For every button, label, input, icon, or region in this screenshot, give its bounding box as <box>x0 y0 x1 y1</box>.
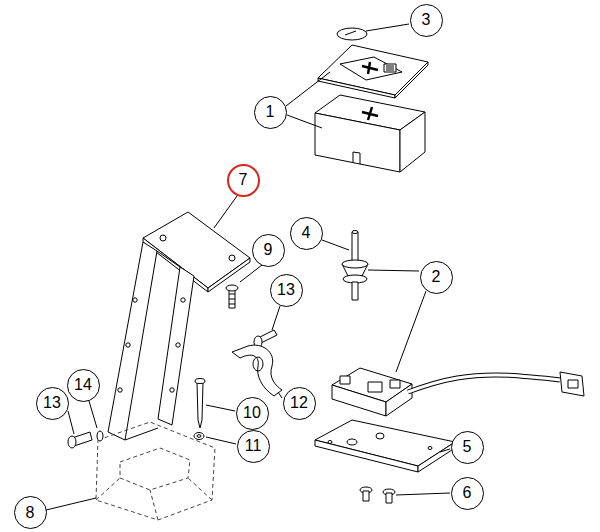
callout-circle: 11 <box>237 430 270 463</box>
callout-circle: 13 <box>270 274 303 307</box>
screws <box>360 487 395 503</box>
callout-number: 8 <box>26 505 35 521</box>
callout-circle: 10 <box>236 397 269 430</box>
cover-box <box>315 95 425 172</box>
base-plate <box>315 420 455 472</box>
callout-circle: 3 <box>410 4 443 37</box>
callout-number: 7 <box>239 172 248 188</box>
callout-number: 5 <box>463 439 472 455</box>
callout-circle: 9 <box>252 234 285 267</box>
leader-lines <box>46 24 450 510</box>
callout-circle: 4 <box>290 217 323 250</box>
callout-circle: 13 <box>36 387 69 420</box>
callout-number: 4 <box>302 225 311 241</box>
callout-number: 3 <box>422 12 431 28</box>
nut <box>194 433 204 440</box>
callout-circle: 7 <box>227 164 260 197</box>
clamp <box>232 345 282 396</box>
callout-number: 9 <box>264 242 273 258</box>
top-plate <box>318 45 428 98</box>
callout-circle: 5 <box>451 431 484 464</box>
callout-circle: 1 <box>254 96 287 129</box>
screw <box>226 285 238 308</box>
callout-circle: 8 <box>14 496 47 529</box>
bracket <box>108 212 250 440</box>
foot-outline <box>96 422 215 520</box>
callout-circle: 14 <box>67 369 100 402</box>
callout-circle: 6 <box>451 477 484 510</box>
callout-number: 2 <box>432 269 441 285</box>
callout-circle: 12 <box>283 387 316 420</box>
knob <box>342 231 368 301</box>
pin <box>195 379 205 429</box>
callout-number: 1 <box>266 104 275 120</box>
callout-circle: 2 <box>420 261 453 294</box>
switch-assembly <box>332 368 584 416</box>
callout-number: 10 <box>243 405 261 421</box>
callout-number: 6 <box>463 485 472 501</box>
key-disc <box>337 28 367 40</box>
screw-and-washer <box>68 431 103 448</box>
callout-number: 13 <box>277 282 295 298</box>
callout-number: 11 <box>245 438 262 454</box>
callout-number: 14 <box>74 377 92 393</box>
callout-number: 13 <box>43 395 61 411</box>
callout-number: 12 <box>290 395 308 411</box>
